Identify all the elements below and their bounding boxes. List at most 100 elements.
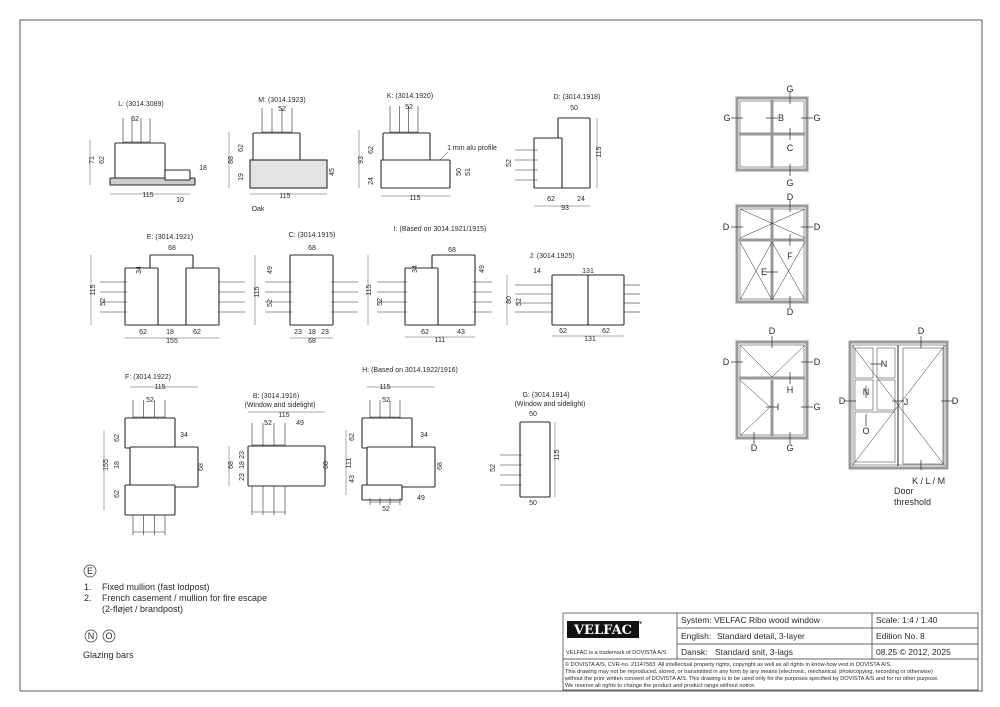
dimension-label: 18 bbox=[308, 329, 316, 336]
marker-e: E bbox=[87, 566, 93, 576]
section-marker: F bbox=[787, 251, 793, 261]
dimension-label: 115 bbox=[142, 192, 153, 199]
dimension-label: 34 bbox=[420, 432, 428, 439]
dimension-label: 52 bbox=[382, 506, 390, 513]
dimension-label: 34 bbox=[412, 265, 419, 273]
profile-outline bbox=[557, 117, 591, 189]
dimension-label: 68 bbox=[228, 461, 235, 469]
profile-outline bbox=[587, 274, 625, 326]
profile-outline bbox=[289, 254, 334, 326]
profile-outline bbox=[361, 417, 413, 449]
dimension-label: 68 bbox=[323, 461, 330, 469]
copyright-line-4: We reserve all rights to change the prod… bbox=[565, 683, 756, 689]
window-frame bbox=[848, 340, 949, 470]
section-title: B: (3014.1916) bbox=[253, 393, 299, 400]
dimension-label: 62 bbox=[421, 329, 429, 336]
dimension-label: 49 bbox=[296, 420, 304, 427]
dimension-label: 52 bbox=[405, 104, 413, 111]
dimension-label: 23 bbox=[294, 329, 302, 336]
dimension-label: 52 bbox=[377, 298, 384, 306]
dimension-label: 131 bbox=[582, 268, 594, 275]
dimension-label: 52 bbox=[516, 298, 523, 306]
dimension-label: 155 bbox=[166, 338, 178, 345]
material-note: Oak bbox=[252, 206, 265, 213]
profile-outline bbox=[404, 267, 439, 326]
section-marker: D bbox=[814, 222, 821, 232]
dimension-label: 24 bbox=[577, 196, 585, 203]
section-title: G: (3014.1914) bbox=[522, 392, 569, 399]
trademark-text: VELFAC is a trademark of DOVISTA A/S bbox=[566, 650, 667, 656]
profile-outline bbox=[519, 421, 551, 498]
section-h: H: (Based on 3014.1922/1916)115526211134… bbox=[345, 367, 458, 513]
section-title: J: (3014.1925) bbox=[529, 253, 574, 260]
dimension-label: 18 bbox=[166, 329, 174, 336]
section-marker: H bbox=[787, 385, 794, 395]
elevation-line bbox=[851, 344, 946, 467]
section-marker: G bbox=[723, 113, 730, 123]
section-subtitle: (Window and sidelight) bbox=[245, 402, 316, 409]
section-marker: E bbox=[761, 267, 767, 277]
dimension-label: 115 bbox=[554, 449, 561, 460]
dimension-label: 43 bbox=[349, 475, 356, 483]
door-panel bbox=[854, 347, 874, 379]
title-block-text: VELFAC ● VELFAC is a trademark of DOVIST… bbox=[564, 615, 951, 689]
dimension-label: 68 bbox=[308, 338, 316, 345]
dimension-label: 43 bbox=[457, 329, 465, 336]
section-marker: D bbox=[787, 307, 794, 317]
leader-line bbox=[439, 151, 449, 161]
section-title: M: (3014.1923) bbox=[258, 97, 305, 104]
dimension-label: 115 bbox=[278, 412, 289, 419]
elevation-line bbox=[739, 241, 773, 301]
dimension-label: 115 bbox=[366, 284, 373, 295]
section-marker: G bbox=[786, 178, 793, 188]
section-marker: D bbox=[769, 326, 776, 336]
section-title: L: (3014.3089) bbox=[118, 101, 164, 108]
dimension-label: 62 bbox=[238, 144, 245, 152]
window-frame bbox=[735, 204, 809, 304]
section-title: E: (3014.1921) bbox=[147, 234, 193, 241]
dimension-label: 19 bbox=[238, 173, 245, 181]
door-panel bbox=[876, 347, 896, 379]
dimension-label: 52 bbox=[382, 397, 390, 404]
section-marker: D bbox=[918, 326, 925, 336]
dimension-label: 115 bbox=[254, 286, 261, 297]
dimension-label: 24 bbox=[368, 177, 375, 185]
dimension-label: 115 bbox=[596, 146, 603, 157]
profile-outline bbox=[124, 484, 176, 516]
profile-outline bbox=[551, 274, 589, 326]
elevation-line bbox=[739, 344, 773, 378]
dimension-label: 62 bbox=[602, 328, 610, 335]
english-value: Standard detail, 3-layer bbox=[717, 631, 805, 641]
profile-outline bbox=[252, 132, 301, 164]
profile-outline bbox=[366, 446, 436, 488]
section-marker: D bbox=[839, 396, 846, 406]
logo-text: VELFAC bbox=[573, 623, 632, 638]
marker-o: O bbox=[105, 631, 112, 641]
dimension-label: 93 bbox=[358, 156, 365, 164]
dimension-label: 50 bbox=[570, 105, 578, 112]
dimension-label: 52 bbox=[100, 298, 107, 306]
dimension-label: 155 bbox=[103, 459, 110, 471]
copyright-line-1: © DOVISTA A/S, CVR-no. 21147583. All int… bbox=[565, 661, 892, 668]
section-marker: G bbox=[786, 443, 793, 453]
date-copyright: 08.25 © 2012, 2025 bbox=[876, 647, 951, 657]
dimension-label: 52 bbox=[506, 159, 513, 167]
section-marker: G bbox=[813, 402, 820, 412]
dimension-label: 62 bbox=[99, 156, 106, 164]
dimension-label: 62 bbox=[368, 146, 375, 154]
dimension-label: 18 bbox=[114, 461, 121, 469]
legend: E 1. Fixed mullion (fast lodpost) 2. Fre… bbox=[83, 564, 267, 660]
dimension-label: 23 bbox=[321, 329, 329, 336]
legend-item-1-text: Fixed mullion (fast lodpost) bbox=[102, 582, 210, 592]
dansk-label: Dansk: bbox=[681, 647, 707, 657]
legend-item-2-text: French casement / mullion for fire escap… bbox=[102, 593, 267, 603]
door-threshold-caption: K / L / M bbox=[912, 476, 945, 486]
dimension-label: 18 bbox=[199, 165, 207, 172]
